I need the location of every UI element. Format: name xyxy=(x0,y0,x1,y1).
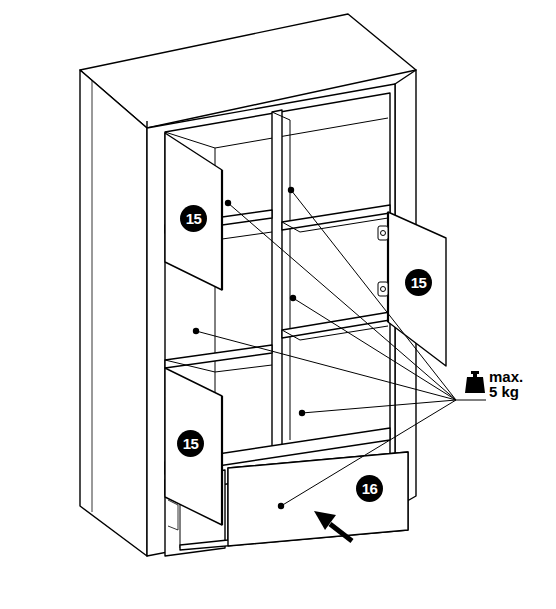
callout-number-holder: 16 xyxy=(356,475,383,502)
callout-number: 15 xyxy=(177,430,204,457)
callout-number: 16 xyxy=(356,475,383,502)
load-limit-note-holder: max. 5 kg xyxy=(489,369,529,399)
callout-number: 15 xyxy=(180,205,207,232)
load-limit-note: max. 5 kg xyxy=(489,369,529,399)
callout-number-holder: 15 xyxy=(405,269,432,296)
callout-number-holder: 15 xyxy=(177,430,204,457)
callout-number-holder: 15 xyxy=(180,205,207,232)
callout-number: 15 xyxy=(405,269,432,296)
push-arrow xyxy=(314,511,352,541)
weight-symbol xyxy=(465,371,485,393)
